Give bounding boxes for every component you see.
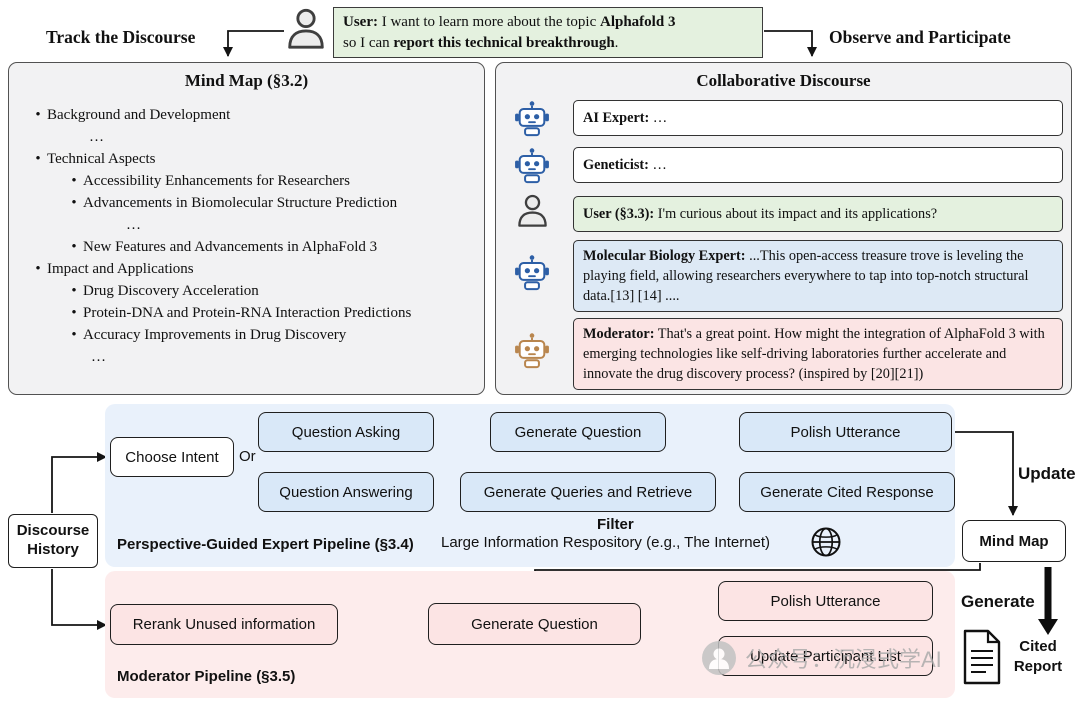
collaborative-discourse-title: Collaborative Discourse — [696, 71, 871, 90]
polish-utterance-box: Polish Utterance — [739, 412, 952, 452]
user-icon — [514, 191, 551, 231]
generate-thick-arrow — [1038, 567, 1058, 635]
mindmap-item: •Technical Aspects — [35, 151, 156, 167]
user-speaker: User: — [343, 14, 378, 30]
generate-cited-response-box: Generate Cited Response — [739, 472, 955, 512]
mindmap-ellipsis: … — [91, 349, 106, 365]
mindmap-ellipsis: … — [126, 217, 141, 233]
generate-label: Generate — [961, 592, 1035, 611]
moderator-robot-icon — [512, 331, 552, 371]
choose-intent-box: Choose Intent — [110, 437, 234, 477]
discourse-history-box: Discourse History — [8, 514, 98, 568]
repository-label: Large Information Respository (e.g., The… — [441, 534, 771, 551]
or-label: Or — [239, 448, 256, 465]
message-molecular-biology-expert: Molecular Biology Expert: ...This open-a… — [573, 240, 1063, 313]
collaborative-discourse-panel: Collaborative Discourse AI Expert: … Gen… — [495, 62, 1072, 395]
mind-map-list: •Background and Development … •Technical… — [9, 104, 484, 368]
robot-icon — [512, 253, 552, 293]
user-icon — [283, 4, 329, 54]
mindmap-item: •Impact and Applications — [35, 261, 194, 277]
filter-label: Filter — [597, 516, 634, 533]
mind-map-title: Mind Map (§3.2) — [184, 71, 309, 90]
mind-map-panel: Mind Map (§3.2) •Background and Developm… — [8, 62, 485, 395]
globe-icon — [810, 526, 842, 558]
mindmap-item: •Protein-DNA and Protein-RNA Interaction… — [71, 305, 412, 321]
question-answering-box: Question Answering — [258, 472, 434, 512]
message-user: User (§3.3): I'm curious about its impac… — [573, 196, 1063, 232]
mindmap-item: •Accessibility Enhancements for Research… — [71, 173, 350, 189]
update-label: Update — [1018, 464, 1076, 483]
user-message-box: User: I want to learn more about the top… — [333, 7, 763, 59]
robot-icon — [512, 99, 552, 139]
generate-question-moderator-box: Generate Question — [428, 603, 641, 645]
message-moderator: Moderator: That's a great point. How mig… — [573, 318, 1063, 391]
mindmap-item: •New Features and Advancements in AlphaF… — [71, 239, 378, 255]
generate-question-box: Generate Question — [490, 412, 666, 452]
message-geneticist: Geneticist: … — [573, 147, 1063, 183]
mindmap-item: •Advancements in Biomolecular Structure … — [71, 195, 398, 211]
polish-utterance-moderator-box: Polish Utterance — [718, 581, 933, 621]
label-track-the-discourse: Track the Discourse — [46, 27, 196, 47]
mindmap-ellipsis: … — [89, 129, 104, 145]
generate-queries-retrieve-box: Generate Queries and Retrieve — [460, 472, 716, 512]
mindmap-item: •Background and Development — [35, 107, 231, 123]
message-ai-expert: AI Expert: … — [573, 100, 1063, 136]
expert-pipeline-label: Perspective-Guided Expert Pipeline (§3.4… — [117, 536, 414, 553]
cited-report-document-icon — [962, 628, 1002, 686]
mindmap-item: •Accuracy Improvements in Drug Discovery — [71, 327, 347, 343]
rerank-unused-information-box: Rerank Unused information — [110, 604, 338, 645]
mindmap-item: •Drug Discovery Acceleration — [71, 283, 259, 299]
robot-icon — [512, 146, 552, 186]
update-participant-list-box: Update Participant List — [718, 636, 933, 676]
question-asking-box: Question Asking — [258, 412, 434, 452]
moderator-pipeline-label: Moderator Pipeline (§3.5) — [117, 668, 296, 685]
mind-map-box: Mind Map — [962, 520, 1066, 562]
cited-report-label: Cited Report — [1013, 638, 1063, 675]
label-observe-and-participate: Observe and Participate — [829, 27, 1011, 47]
